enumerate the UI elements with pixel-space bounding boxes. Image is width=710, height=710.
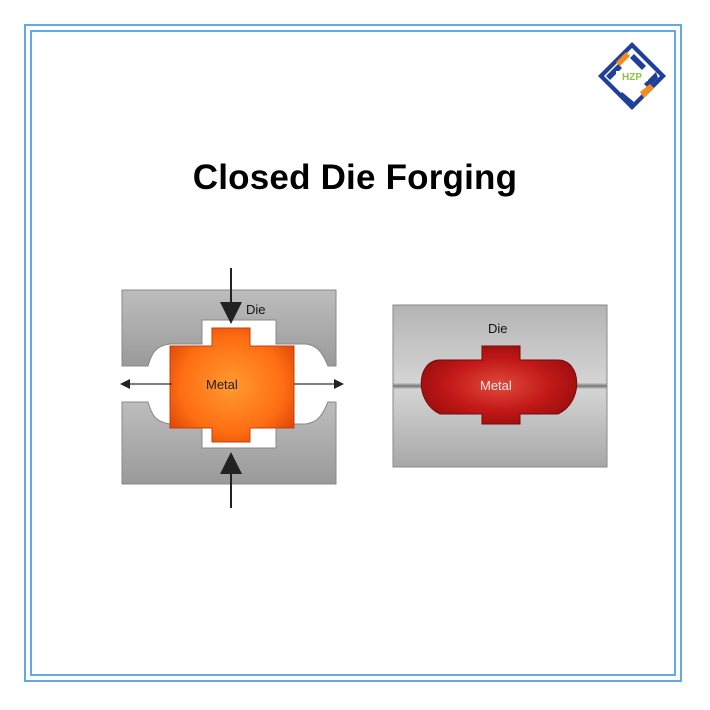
die-label-right: Die [488,321,508,336]
logo-text: HZP [622,72,642,83]
metal-label-left: Metal [206,377,238,392]
page-title: Closed Die Forging [192,158,518,197]
metal-billet [169,327,295,443]
forged-part [420,345,578,425]
closed-die-diagram: Die Metal [392,304,608,468]
inner-frame [30,30,676,676]
upper-die [121,289,337,367]
metal-label-right: Metal [480,378,512,393]
die-label-left: Die [246,302,266,317]
open-die-diagram: Die Metal [120,268,344,508]
company-logo: HZP [598,42,666,110]
outer-frame [24,24,682,682]
